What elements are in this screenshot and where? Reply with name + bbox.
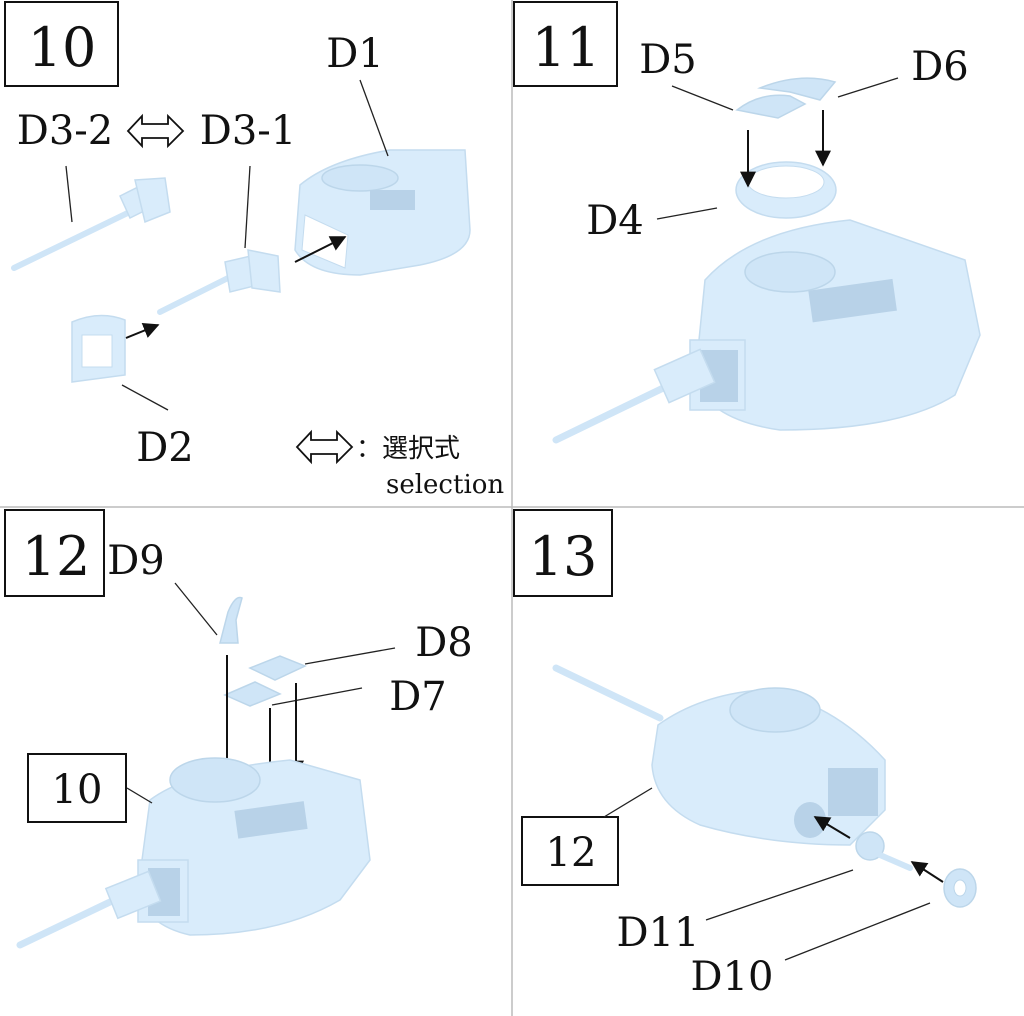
turret-assembly xyxy=(552,219,981,444)
double-arrow-icon xyxy=(295,429,354,465)
step-number-box xyxy=(4,1,119,87)
part-label-d3-2: D3-2 xyxy=(17,108,113,154)
reference-step-number: 10 xyxy=(52,767,103,813)
legend-choice-label: ：選択式 xyxy=(356,434,460,464)
part-label-d9: D9 xyxy=(107,538,165,584)
step-13-panel: 13 12 D11 D10 xyxy=(513,509,977,1000)
part-label-d6: D6 xyxy=(911,44,969,90)
leader-line xyxy=(671,85,734,111)
leader-line xyxy=(174,582,218,636)
hatch-part xyxy=(735,94,807,119)
leader-line xyxy=(126,787,153,804)
arrow-icon xyxy=(910,861,944,883)
part-label-d10: D10 xyxy=(691,954,774,1000)
part-label-d8: D8 xyxy=(415,620,473,666)
arrow-icon xyxy=(813,816,851,839)
plate-part xyxy=(223,681,282,707)
part-label-d7: D7 xyxy=(389,674,447,720)
step-number-box xyxy=(513,1,618,87)
leader-line xyxy=(244,165,251,249)
turret-part xyxy=(294,149,471,276)
step-number: 10 xyxy=(28,16,97,79)
turret-assembly xyxy=(552,664,886,846)
step-11-panel: 11 D5 D6 D4 xyxy=(513,1,981,444)
plate-part xyxy=(248,655,307,681)
leader-line xyxy=(304,647,396,665)
part-label-d11: D11 xyxy=(617,910,700,956)
arrow-icon xyxy=(125,323,160,339)
mantlet-part xyxy=(71,314,126,383)
gun-barrel-part xyxy=(157,249,281,315)
leader-line xyxy=(705,869,854,921)
part-label-d3-1: D3-1 xyxy=(200,108,296,154)
leader-line xyxy=(359,79,389,157)
gun-barrel-part xyxy=(11,177,171,271)
hatch-part xyxy=(757,77,837,101)
leader-line xyxy=(784,902,931,961)
leader-line xyxy=(656,207,718,220)
legend-choice-label-en: selection xyxy=(386,470,504,500)
step-number: 11 xyxy=(532,16,601,79)
step-number: 12 xyxy=(22,525,91,588)
part-label-d4: D4 xyxy=(586,198,644,244)
leader-line xyxy=(271,687,363,706)
periscope-part xyxy=(219,596,243,644)
reference-step-number: 12 xyxy=(546,830,597,876)
step-number-box xyxy=(513,509,613,597)
part-label-d5: D5 xyxy=(639,37,697,83)
leader-line xyxy=(65,165,73,223)
step-12-panel: 12 D9 D8 D7 10 xyxy=(4,509,473,949)
leader-line xyxy=(603,787,653,818)
step-number-box xyxy=(4,509,105,597)
reference-step-box xyxy=(521,816,619,886)
leader-line xyxy=(837,77,899,98)
part-label-d2: D2 xyxy=(136,425,194,471)
reference-step-box xyxy=(27,753,127,823)
double-arrow-icon xyxy=(126,113,185,149)
leader-line xyxy=(121,384,169,411)
step-10-panel: 10 D1 D3-2 D3-1 xyxy=(4,1,504,500)
ball-mount-part xyxy=(855,831,913,871)
step-number: 13 xyxy=(529,525,598,588)
turret-assembly xyxy=(16,757,371,949)
part-label-d1: D1 xyxy=(326,31,384,77)
arrow-icon xyxy=(294,236,347,263)
